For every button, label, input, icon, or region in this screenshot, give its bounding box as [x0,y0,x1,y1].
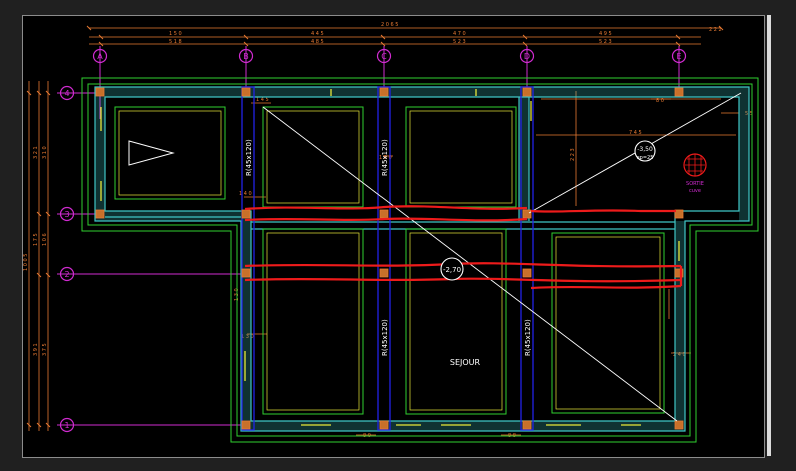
dim-left-1: 3 2 1 [33,146,39,159]
dim-top-r2-1: 5 1 8 [169,39,182,45]
columns [95,87,684,430]
yellow-wall-markers [100,89,680,426]
dim-left-2: 1 7 5 [33,233,39,246]
level-marker-pit[interactable]: -3,50 ep=25 [634,140,656,162]
walls [94,86,750,432]
dim-top-3: 4 7 0 [453,31,466,37]
dim-top-1: 1 5 0 [169,31,182,37]
grid-label-E: E [676,52,681,61]
dim-left-total: 1 0 0 5 [23,254,29,272]
grid-label-4: 4 [64,89,69,98]
level-marker-main[interactable]: -2,70 [440,257,464,281]
grid-label-D: D [524,52,530,61]
dim-inner-1: 1 4 5 [256,97,269,103]
beam-label-B-upper: R(45x120) [245,139,253,176]
grid-bubble-4[interactable]: 4 [57,85,77,101]
grid-label-A: A [97,52,103,61]
cad-drawing-viewport[interactable]: 2 0 6 5 2 2 2 1 5 0 4 4 5 4 7 0 4 9 5 5 … [22,15,765,458]
dim-left-4: 3 1 0 [42,146,48,159]
grid-bubble-B[interactable]: B [238,46,254,66]
dim-inner-12: 2 4 0 [673,352,686,358]
beam-label-D-lower: R(45x120) [524,319,532,356]
beam-label-C-upper: R(45x120) [381,139,389,176]
dimension-ticks [26,25,724,428]
drain-label-2: cuve [689,188,701,194]
grid-bubble-A[interactable]: A [92,46,108,66]
dim-inner-3: 1 8 0 [379,155,392,161]
grid-label-C: C [381,52,387,61]
dim-left-6: 3 7 5 [42,343,48,356]
dim-inner-2: 1 4 0 [239,191,252,197]
dim-total-top: 2 0 6 5 [381,22,399,28]
dim-inner-6: 2 2 3 [570,148,576,161]
level-marker-pit-text: -3,50 [637,146,653,153]
grid-bubble-3[interactable]: 3 [57,206,77,222]
dim-top-right: 2 2 2 [709,27,722,33]
grid-axis-lines [75,63,680,426]
drain-label-1: SORTIE [686,181,704,187]
grid-label-2: 2 [64,270,69,279]
dimension-texts: 2 0 6 5 2 2 2 1 5 0 4 4 5 4 7 0 4 9 5 5 … [23,22,753,439]
level-marker-main-text: -2,70 [443,266,461,274]
grid-bubble-1[interactable]: 1 [57,417,77,433]
dim-inner-11: 1 3 0 [241,334,254,340]
dim-top-4: 4 9 5 [599,31,612,37]
grid-label-B: B [243,52,249,61]
dim-inner-5: 7 4 5 [629,130,642,136]
beam-labels: R(45x120) R(45x120) R(45x120) R(45x120) [245,139,532,356]
dim-top-r2-4: 5 2 3 [599,39,612,45]
grid-label-1: 1 [64,421,69,430]
dim-top-2: 4 4 5 [311,31,324,37]
grid-label-3: 3 [64,210,69,219]
room-label-sejour: SEJOUR [450,358,481,367]
wall-fill-hatching [95,87,749,431]
dim-top-r2-2: 4 8 5 [311,39,324,45]
drain-outlet-icon [683,153,707,177]
beam-label-C-lower: R(45x120) [381,319,389,356]
grid-bubble-2[interactable]: 2 [57,266,77,282]
drain-pipes [244,205,683,290]
dim-left-5: 1 0 6 [42,233,48,246]
dim-top-r2-3: 5 2 3 [453,39,466,45]
outer-building-outline [81,77,759,443]
grid-bubble-C[interactable]: C [376,46,392,66]
stair-arrow-icon [128,140,175,166]
dim-left-3: 3 9 1 [33,343,39,356]
dim-inner-7: 8 0 [656,98,664,104]
floor-plan-drawing[interactable]: 2 0 6 5 2 2 2 1 5 0 4 4 5 4 7 0 4 9 5 5 … [23,16,764,457]
beams [241,86,534,431]
viewport-scrollbar[interactable] [767,15,771,456]
grid-bubble-E[interactable]: E [671,46,687,66]
level-marker-pit-sub: ep=25 [637,155,654,161]
grid-bubble-D[interactable]: D [519,46,535,66]
